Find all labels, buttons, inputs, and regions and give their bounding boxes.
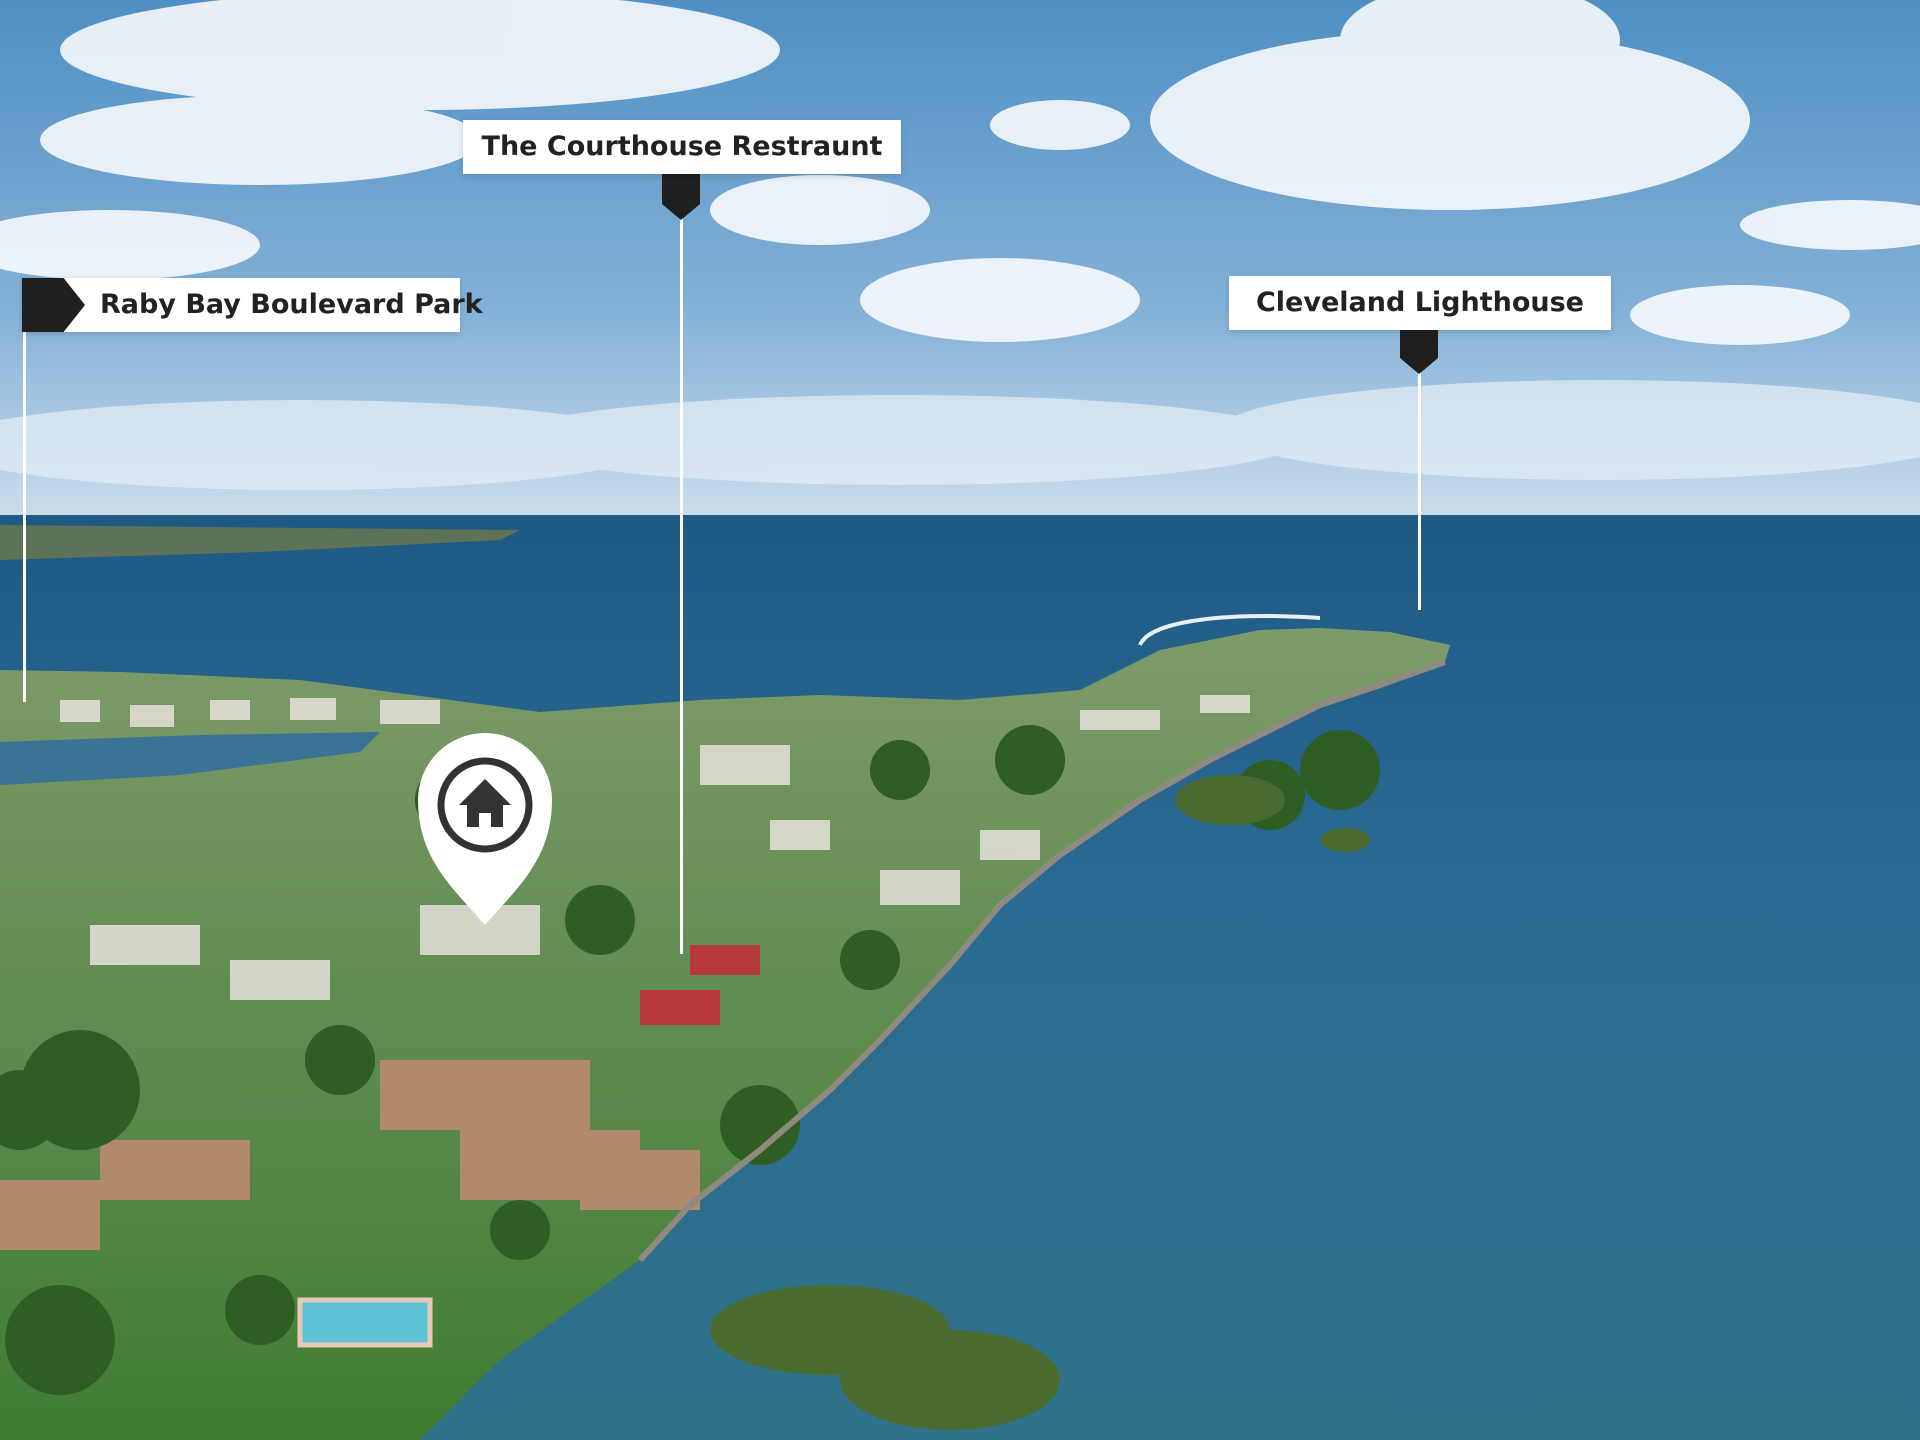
roofs	[0, 1060, 700, 1250]
far-shore	[0, 525, 520, 560]
peninsula-land	[0, 628, 1450, 1440]
horizon-haze	[0, 380, 1920, 490]
clouds	[0, 0, 1920, 345]
label-raby-bay-boulevard-park[interactable]: Raby Bay Boulevard Park	[22, 278, 483, 332]
label-courthouse-restraunt[interactable]: The Courthouse Restraunt	[463, 120, 901, 174]
mangroves	[710, 775, 1370, 1430]
landmark-label-text: Cleveland Lighthouse	[1255, 287, 1584, 318]
pin-line-raby	[23, 332, 26, 702]
landmark-label-text: The Courthouse Restraunt	[481, 131, 883, 162]
label-cleveland-lighthouse[interactable]: Cleveland Lighthouse	[1229, 276, 1611, 330]
houses	[60, 695, 1250, 1000]
flag-pointer-icon	[22, 278, 85, 332]
pin-line-courthouse	[680, 174, 683, 954]
boat-wake	[1138, 614, 1321, 646]
pin-line-lighthouse	[1418, 330, 1421, 610]
red-roofs	[640, 945, 760, 1025]
pool	[297, 1297, 433, 1348]
trees	[0, 725, 1380, 1395]
seawall	[637, 659, 1447, 1263]
house-icon	[459, 779, 511, 827]
marina-water	[0, 732, 380, 785]
pointer-courthouse	[662, 174, 700, 220]
property-marker[interactable]	[418, 733, 552, 925]
pointer-lighthouse	[1400, 330, 1438, 374]
landmark-label-text: Raby Bay Boulevard Park	[100, 289, 483, 320]
